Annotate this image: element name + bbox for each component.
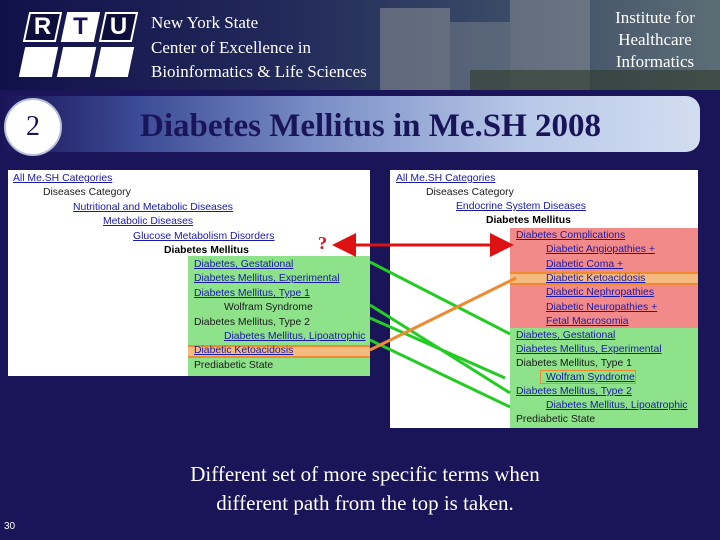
tree-link[interactable]: Diabetes Mellitus, Lipoatrophic bbox=[546, 400, 688, 411]
tree-link[interactable]: Diabetic Ketoacidosis bbox=[546, 273, 646, 284]
slide-title: Diabetes Mellitus in Me.SH 2008 bbox=[140, 108, 602, 144]
tree-link[interactable]: Metabolic Diseases bbox=[103, 216, 194, 227]
tree-link[interactable]: Diabetic Neuropathies + bbox=[546, 302, 658, 313]
tree-link[interactable]: Fetal Macrosomia bbox=[546, 316, 629, 327]
wolfram-outline bbox=[540, 370, 636, 384]
center-name-line: New York State bbox=[151, 13, 259, 32]
institute-name: Institute for Healthcare Informatics bbox=[590, 7, 720, 73]
tree-link[interactable]: Diabetic Coma + bbox=[546, 259, 624, 270]
tree-link[interactable]: Glucose Metabolism Disorders bbox=[133, 231, 275, 242]
logo-cell bbox=[94, 47, 135, 77]
ketoacidosis-highlight bbox=[510, 272, 698, 285]
tree-link[interactable]: Wolfram Syndrome bbox=[546, 372, 635, 383]
rtu-logo: R T U bbox=[18, 10, 139, 80]
tree-link[interactable]: Diabetic Angiopathies + bbox=[546, 244, 655, 255]
tree-link[interactable]: Diabetes Mellitus, Lipoatrophic bbox=[224, 331, 366, 342]
tree-link[interactable]: Diabetes, Gestational bbox=[194, 259, 294, 270]
caption-line: Different set of more specific terms whe… bbox=[190, 462, 540, 486]
ketoacidosis-highlight bbox=[188, 345, 370, 358]
logo-cell: R bbox=[22, 12, 63, 42]
tree-link[interactable]: Diabetes Mellitus, Experimental bbox=[194, 273, 340, 284]
tree-link[interactable]: Diseases Category bbox=[426, 187, 514, 198]
institute-line: Healthcare bbox=[618, 30, 692, 49]
caption-line: different path from the top is taken. bbox=[216, 491, 514, 515]
building-silhouette bbox=[380, 8, 450, 90]
tree-link[interactable]: Diabetes Mellitus, Type 1 bbox=[194, 288, 310, 299]
logo-cell bbox=[18, 47, 59, 77]
tree-link[interactable]: All Me.SH Categories bbox=[13, 173, 113, 184]
tree-link[interactable]: Prediabetic State bbox=[516, 414, 596, 425]
tree-link[interactable]: Diseases Category bbox=[43, 187, 131, 198]
tree-link[interactable]: Nutritional and Metabolic Diseases bbox=[73, 202, 233, 213]
tree-link[interactable]: Diabetic Ketoacidosis bbox=[194, 345, 294, 356]
page-number: 30 bbox=[4, 521, 16, 532]
tree-link[interactable]: Diabetes Mellitus, Experimental bbox=[516, 344, 662, 355]
tree-link[interactable]: Diabetes Mellitus, Type 2 bbox=[516, 386, 632, 397]
tree-link[interactable]: Diabetes Mellitus, Type 1 bbox=[516, 358, 632, 369]
tree-link[interactable]: Wolfram Syndrome bbox=[224, 302, 313, 313]
caption: Different set of more specific terms whe… bbox=[100, 460, 630, 518]
question-mark: ? bbox=[318, 233, 327, 253]
logo-cell bbox=[56, 47, 97, 77]
center-name-line: Center of Excellence in bbox=[151, 37, 312, 57]
logo-letter-t: T bbox=[73, 13, 88, 40]
slide-number-badge: 2 bbox=[4, 98, 62, 156]
tree-link[interactable]: All Me.SH Categories bbox=[396, 173, 496, 184]
left-mesh-tree: All Me.SH Categories Diseases Category N… bbox=[8, 170, 370, 376]
tree-link[interactable]: Diabetes Mellitus, Type 2 bbox=[194, 317, 310, 328]
institute-line: Institute for bbox=[615, 8, 695, 27]
logo-cell: U bbox=[98, 12, 139, 42]
tree-link[interactable]: Prediabetic State bbox=[194, 360, 274, 371]
children-highlight bbox=[510, 328, 698, 428]
center-name-line: Bioinformatics & Life Sciences bbox=[151, 62, 367, 81]
slide-number: 2 bbox=[26, 111, 40, 142]
logo-letter-u: U bbox=[109, 13, 128, 40]
logo-cell: T bbox=[60, 12, 101, 42]
tree-link[interactable]: Diabetes Complications bbox=[516, 230, 626, 241]
right-mesh-tree: All Me.SH Categories Diseases Category E… bbox=[390, 170, 698, 428]
tree-node-current: Diabetes Mellitus bbox=[164, 245, 249, 256]
institute-line: Informatics bbox=[615, 52, 695, 71]
center-name: New York State Center of Excellence in B… bbox=[151, 11, 451, 85]
title-bar bbox=[0, 96, 700, 152]
tree-link[interactable]: Diabetic Nephropathies bbox=[546, 287, 655, 298]
tree-link[interactable]: Diabetes, Gestational bbox=[516, 330, 616, 341]
logo-letter-r: R bbox=[33, 13, 52, 40]
tree-link[interactable]: Endocrine System Diseases bbox=[456, 201, 586, 212]
tree-line-silhouette bbox=[470, 70, 720, 90]
tree-node-current: Diabetes Mellitus bbox=[486, 215, 571, 226]
